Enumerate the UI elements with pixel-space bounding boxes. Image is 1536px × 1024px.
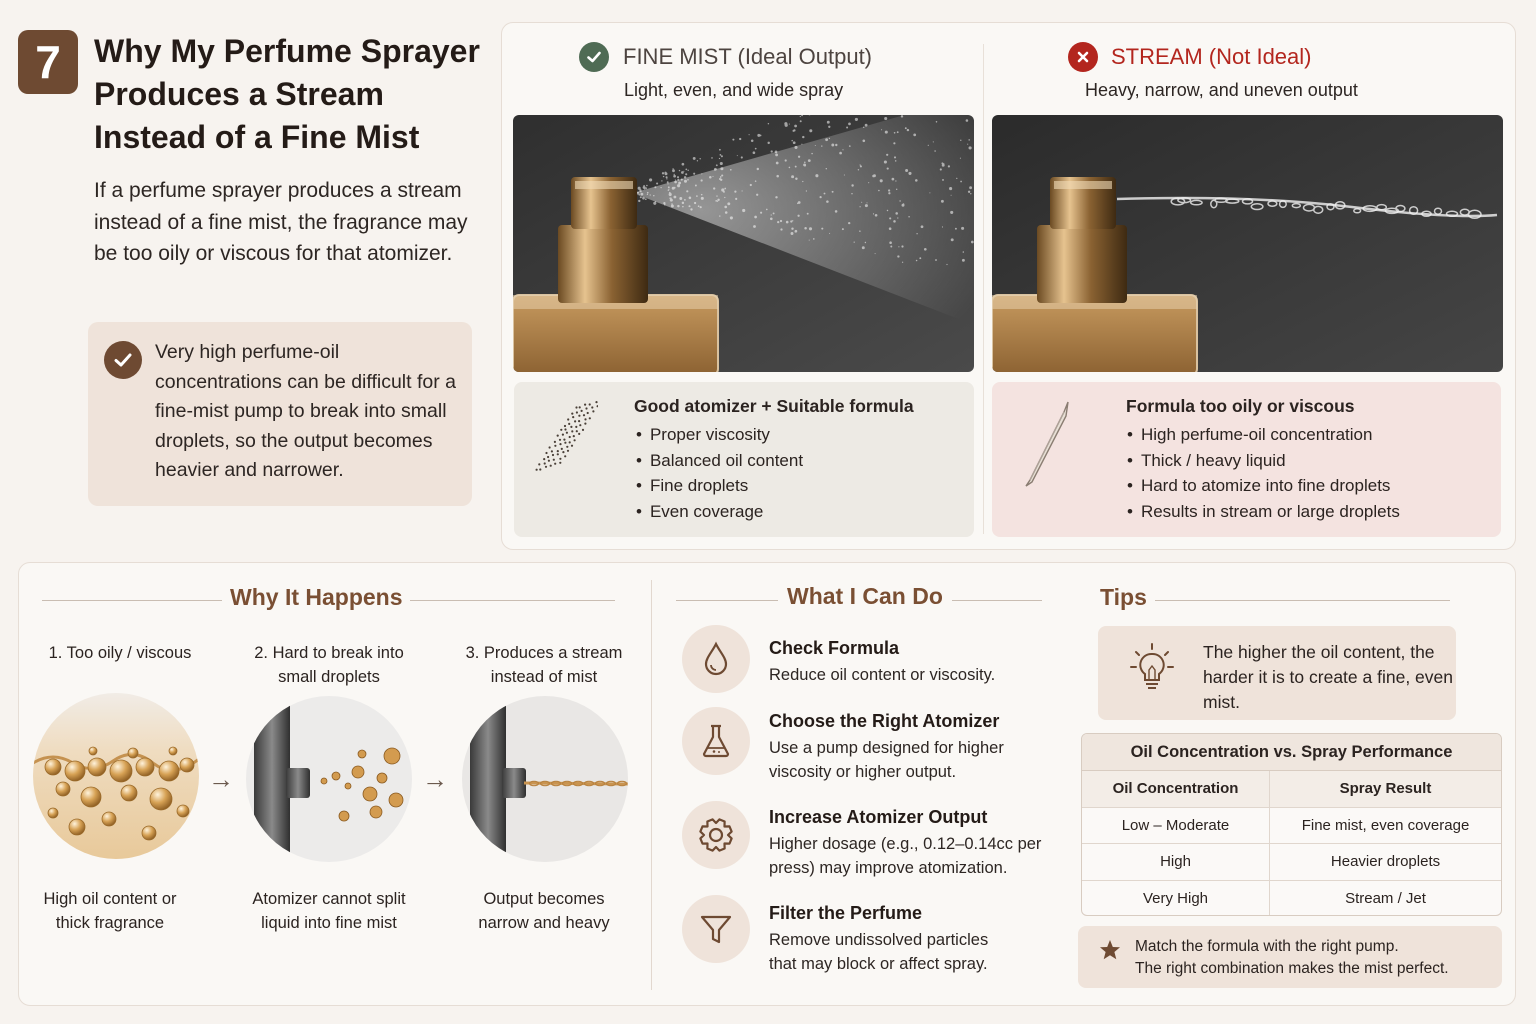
table-cell: High	[1082, 844, 1270, 880]
table-header-cell: Oil Concentration	[1082, 771, 1270, 807]
stream-title: STREAM (Not Ideal)	[1111, 44, 1312, 69]
tip-text: The higher the oil content, the harder i…	[1203, 642, 1453, 712]
do-item-text: Higher dosage (e.g., 0.12–0.14cc per pre…	[769, 835, 1042, 877]
match-line-2: The right combination makes the mist per…	[1135, 960, 1449, 977]
list-item: Balanced oil content	[636, 448, 803, 474]
match-tip-box	[1078, 926, 1502, 988]
table-header-row: Oil Concentration Spray Result	[1082, 771, 1501, 808]
fine-mist-box-title: Good atomizer + Suitable formula	[634, 396, 914, 416]
comparison-divider	[983, 44, 984, 534]
arrow-right-icon: →	[208, 764, 234, 794]
close-icon	[1068, 42, 1098, 72]
do-item-title: Check Formula	[769, 638, 900, 658]
mist-droplets-icon	[530, 398, 601, 483]
note-box	[88, 322, 472, 506]
list-item: Thick / heavy liquid	[1127, 448, 1400, 474]
list-item: Fine droplets	[636, 473, 803, 499]
check-icon	[579, 42, 609, 72]
step-number-badge: 7	[18, 30, 78, 94]
do-item-text: Use a pump designed for higher viscosity…	[769, 739, 1004, 781]
stream-jet-icon	[1018, 398, 1078, 495]
table-header-cell: Spray Result	[1339, 780, 1432, 798]
table-title: Oil Concentration vs. Spray Performance	[1082, 734, 1501, 771]
star-icon	[1098, 938, 1122, 967]
heading-rule	[952, 600, 1042, 601]
step-2-label: 2. Hard to break into small droplets	[254, 644, 404, 686]
match-line-1: Match the formula with the right pump.	[1135, 938, 1399, 955]
drop-icon	[682, 625, 750, 693]
table-cell: Stream / Jet	[1345, 890, 1426, 908]
list-item: Hard to atomize into fine droplets	[1127, 473, 1400, 499]
arrow-right-icon: →	[422, 764, 448, 794]
stream-photo	[992, 115, 1503, 372]
fine-mist-title: FINE MIST (Ideal Output)	[623, 44, 873, 69]
stream-subtitle: Heavy, narrow, and uneven output	[1085, 80, 1358, 100]
flask-icon	[682, 707, 750, 775]
tips-heading: Tips	[1100, 584, 1147, 610]
do-item-title: Filter the Perfume	[769, 903, 923, 923]
list-item: Results in stream or large droplets	[1127, 499, 1400, 525]
table-cell: Heavier droplets	[1330, 853, 1441, 871]
oil-spray-table: Oil Concentration vs. Spray Performance …	[1081, 733, 1502, 916]
step-3-label: 3. Produces a stream instead of mist	[465, 644, 623, 686]
bottom-divider	[651, 580, 652, 990]
table-row: High Heavier droplets	[1082, 844, 1501, 881]
list-item: Even coverage	[636, 499, 803, 525]
why-heading: Why It Happens	[230, 584, 403, 610]
stream-output-image	[462, 696, 628, 867]
heading-rule	[1155, 600, 1450, 601]
list-item: Proper viscosity	[636, 422, 803, 448]
table-cell: Fine mist, even coverage	[1301, 816, 1470, 834]
oil-bubbles-image	[33, 693, 199, 864]
do-item-title: Increase Atomizer Output	[769, 807, 988, 827]
step-2-caption: Atomizer cannot split liquid into fine m…	[252, 890, 406, 932]
match-tip-text: Match the formula with the right pump. T…	[1135, 936, 1495, 980]
nozzle-droplets-image	[246, 696, 412, 867]
fine-mist-subtitle: Light, even, and wide spray	[624, 80, 844, 100]
what-heading: What I Can Do	[787, 583, 943, 609]
table-cell: Low – Moderate	[1082, 807, 1270, 843]
tip-box	[1098, 626, 1456, 720]
table-row: Very High Stream / Jet	[1082, 880, 1501, 915]
step-3-caption: Output becomes narrow and heavy	[478, 890, 610, 932]
heading-rule	[676, 600, 778, 601]
step-1-caption: High oil content or thick fragrance	[43, 890, 177, 932]
table-row: Low – Moderate Fine mist, even coverage	[1082, 807, 1501, 844]
stream-box-title: Formula too oily or viscous	[1126, 396, 1355, 416]
check-icon	[104, 341, 142, 379]
list-item: High perfume-oil concentration	[1127, 422, 1400, 448]
gear-icon	[682, 801, 750, 869]
heading-rule	[42, 600, 222, 601]
funnel-icon	[682, 895, 750, 963]
heading-rule	[410, 600, 615, 601]
do-item-text: Reduce oil content or viscosity.	[769, 666, 996, 684]
do-item-text: Remove undissolved particles that may bl…	[769, 931, 989, 973]
fine-mist-list: Proper viscosity Balanced oil content Fi…	[636, 422, 803, 524]
page-title: Why My Perfume Sprayer Produces a Stream…	[94, 33, 480, 155]
table-cell: Very High	[1082, 880, 1270, 915]
intro-paragraph: If a perfume sprayer produces a stream i…	[94, 179, 468, 265]
stream-list: High perfume-oil concentration Thick / h…	[1127, 422, 1400, 524]
do-item-title: Choose the Right Atomizer	[769, 711, 1000, 731]
note-text: Very high perfume-oil concentrations can…	[155, 341, 456, 481]
step-1-label: 1. Too oily / viscous	[48, 644, 192, 662]
fine-mist-photo	[513, 115, 974, 372]
lightbulb-icon	[1128, 642, 1176, 701]
